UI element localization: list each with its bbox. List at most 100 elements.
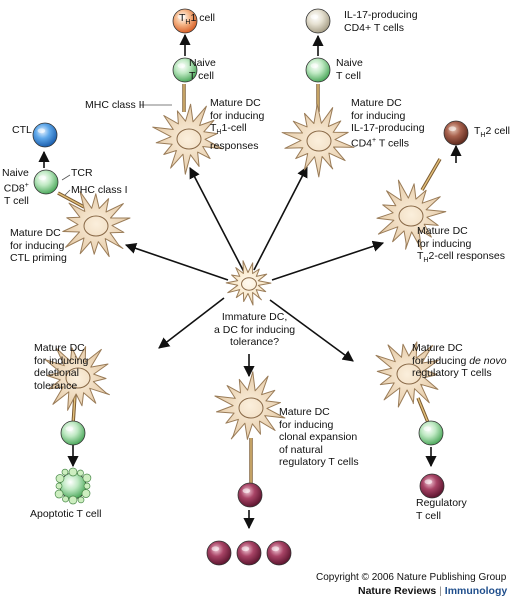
edges-layer — [38, 33, 462, 530]
dc-il17-label: Mature DC for inducing IL-17-producing C… — [351, 97, 425, 149]
arrow-immature-to-deletional-dc — [158, 297, 225, 349]
naive-t-cell-label-2: Naive T cell — [336, 57, 363, 82]
receptor-stalks-layer — [57, 84, 442, 483]
apoptotic-bleb — [61, 468, 69, 476]
apoptotic-bleb — [77, 496, 85, 504]
th2-cell — [443, 120, 469, 146]
dc-th2-cell-nucleus — [398, 205, 424, 227]
apoptotic-t-cell — [54, 467, 92, 505]
expanded-treg-cell-1-highlight — [211, 546, 220, 552]
immature-dc-cell-nucleus — [241, 277, 257, 291]
natural-treg-cell-body — [237, 482, 263, 508]
ctl-cell — [32, 122, 58, 148]
naive-t-cell-il17 — [305, 57, 331, 83]
naive-t-cell-denovo-highlight — [423, 426, 432, 432]
dc-denovo-cell-nucleus — [396, 363, 422, 385]
expanded-treg-cell-3-highlight — [271, 546, 280, 552]
brand-separator: | — [439, 585, 442, 597]
naive-t-cell-deletional-highlight — [65, 426, 74, 432]
immature-dc-cell — [225, 260, 272, 306]
apoptotic-bleb — [62, 495, 69, 503]
mhc-class-ii-label: MHC class II — [85, 99, 145, 111]
th2-cell-label: TH2 cell — [474, 125, 510, 140]
expanded-treg-cell-1 — [206, 540, 232, 566]
natural-treg-cell-highlight — [242, 488, 251, 494]
cells-layer — [32, 8, 469, 566]
dc-denovo-cell — [375, 341, 439, 408]
expanded-treg-cell-1-body — [206, 540, 232, 566]
ctl-cell-body — [32, 122, 58, 148]
dc-clonal-label: Mature DC for inducing clonal expansion … — [279, 406, 359, 468]
dc-ctl-cell-body — [62, 191, 131, 258]
naive-t-cell-il17-highlight — [310, 63, 319, 69]
regulatory-t-cell-highlight — [424, 479, 433, 485]
th2-cell-highlight — [448, 126, 457, 132]
regulatory-label: Regulatory T cell — [416, 497, 467, 522]
dc-il17-cell — [281, 103, 355, 178]
dc-denovo-label: Mature DC for inducing de novo regulator… — [412, 342, 507, 379]
il17-cell-highlight — [310, 14, 319, 20]
dc-th1-label: Mature DC for inducing TH1-cell response… — [210, 97, 265, 152]
dc-th1-cell-body — [152, 103, 223, 175]
dc-ctl-cell — [62, 191, 131, 258]
naive-t-cell-denovo — [418, 420, 444, 446]
tcr-label: TCR — [71, 167, 93, 179]
dc-th2-cell — [376, 179, 447, 251]
naive-cd8-label: Naive CD8+ T cell — [2, 167, 29, 207]
dc-th1-cell-nucleus — [176, 128, 202, 150]
dc-il17-cell-nucleus — [306, 130, 332, 152]
naive-cd8-cell-body — [33, 169, 59, 195]
arrow-immature-to-th1-dc — [189, 167, 245, 273]
apoptotic-bleb — [68, 495, 78, 505]
expanded-treg-cell-3 — [266, 540, 292, 566]
th1-cell — [172, 8, 198, 34]
stalk-ctl-core — [57, 192, 85, 208]
naive-t-cell-denovo-body — [418, 420, 444, 446]
naive-t-cell-th1 — [172, 57, 198, 83]
apoptotic-bleb — [54, 489, 64, 499]
brand-line: Nature Reviews | Immunology — [358, 585, 507, 597]
expanded-treg-cell-2-highlight — [241, 546, 250, 552]
brand-name: Nature Reviews — [358, 585, 437, 597]
dc-deletional-label: Mature DC for inducing deletional tolera… — [34, 342, 89, 392]
naive-t-cell-deletional-body — [60, 420, 86, 446]
dc-ctl-cell-nucleus — [83, 215, 109, 237]
expanded-treg-cell-2-body — [236, 540, 262, 566]
tcr-leader — [61, 174, 71, 181]
naive-t-cell-th1-highlight — [177, 63, 186, 69]
expanded-treg-cell-2 — [236, 540, 262, 566]
ctl-label: CTL — [12, 124, 32, 136]
apoptotic-bleb — [81, 489, 91, 498]
arrow-immature-to-il17-dc — [253, 166, 308, 271]
mhc-class-i-label: MHC class I — [71, 184, 128, 196]
dc-deletional-cell — [44, 346, 110, 411]
arrow-immature-to-denovo-dc — [269, 299, 354, 362]
arrow-immature-to-ctl-dc — [124, 242, 229, 281]
naive-cd8-cell — [33, 169, 59, 195]
th1-cell-label: TH1 cell — [179, 12, 215, 27]
dc-th2-cell-body — [376, 179, 447, 251]
dc-clonal-cell — [214, 371, 286, 440]
apoptotic-bleb — [68, 467, 78, 477]
naive-t-cell-label-1: Naive T cell — [189, 57, 216, 82]
copyright-text: Copyright © 2006 Nature Publishing Group — [316, 572, 507, 583]
th2-cell-body — [443, 120, 469, 146]
apoptotic-bleb — [55, 482, 63, 490]
naive-t-cell-il17-body — [305, 57, 331, 83]
apoptotic-bleb — [55, 474, 65, 483]
natural-treg-cell — [237, 482, 263, 508]
immature-dc-cell-body — [225, 260, 272, 306]
dc-denovo-cell-body — [375, 341, 439, 408]
dc-clonal-cell-nucleus — [238, 397, 264, 419]
apoptotic-bleb — [77, 469, 84, 477]
dc-deletional-cell-body — [44, 346, 110, 411]
naive-cd8-cell-highlight — [38, 175, 47, 181]
dc-il17-cell-body — [281, 103, 355, 178]
dc-deletional-cell-nucleus — [65, 367, 91, 389]
arrow-immature-to-th2-dc — [271, 240, 385, 281]
stalk-denovo-core — [417, 397, 430, 426]
il17-cell-body — [305, 8, 331, 34]
dc-th1-cell — [152, 103, 223, 175]
dc-th2-label: Mature DC for inducing TH2-cell response… — [417, 225, 505, 265]
